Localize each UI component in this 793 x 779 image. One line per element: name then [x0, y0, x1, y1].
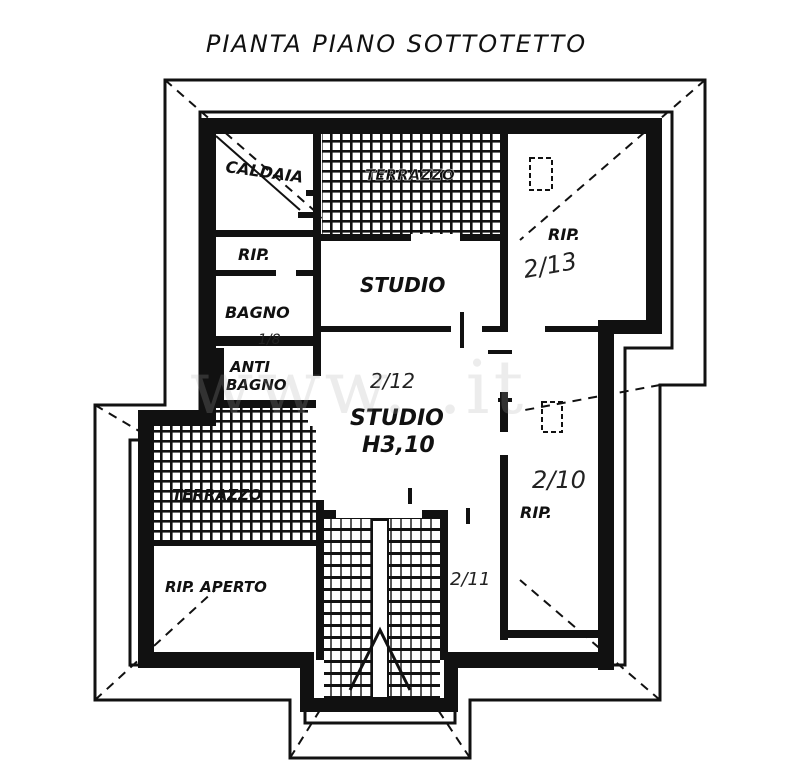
- label-rip-right-top: RIP.: [548, 225, 580, 244]
- door-marks: [408, 312, 512, 524]
- studio-main-height: 2/12: [370, 369, 415, 393]
- label-studio-top: STUDIO: [360, 273, 445, 297]
- label-caldaia: CALDAIA: [224, 157, 304, 187]
- label-studio-main: STUDIO: [350, 406, 444, 431]
- watermark: www. .it: [190, 345, 528, 431]
- rip-right-bottom-height: 2/10: [532, 466, 586, 494]
- label-rip-small: RIP.: [238, 245, 270, 264]
- label-antibagno-1: ANTI: [229, 358, 270, 376]
- label-antibagno-2: BAGNO: [226, 376, 287, 394]
- label-rip-right-bottom: RIP.: [520, 503, 552, 522]
- label-rip-aperto: RIP. APERTO: [165, 578, 267, 596]
- stair-arrow: [348, 626, 412, 691]
- label-terrazzo-left: TERRAZZO: [172, 486, 262, 504]
- caldaia-hatch: [215, 135, 301, 211]
- label-bagno: BAGNO: [225, 303, 290, 322]
- label-terrazzo-top: TERRAZZO: [365, 166, 455, 184]
- stair-well: [371, 519, 389, 699]
- bagno-height: 1/8: [258, 332, 281, 348]
- rip-right-top-height: 2/13: [521, 247, 579, 284]
- plan-title: PIANTA PIANO SOTTOTETTO: [205, 30, 588, 58]
- label-studio-main-height: H3,10: [362, 433, 435, 458]
- outer-walls: [138, 118, 662, 712]
- stair-height: 2/11: [450, 569, 490, 590]
- terrace-top-tiles: [322, 134, 500, 234]
- skylight-top-right: [529, 157, 553, 191]
- skylight-mid-right: [541, 401, 563, 433]
- terrace-left-strip-tiles: [216, 408, 308, 464]
